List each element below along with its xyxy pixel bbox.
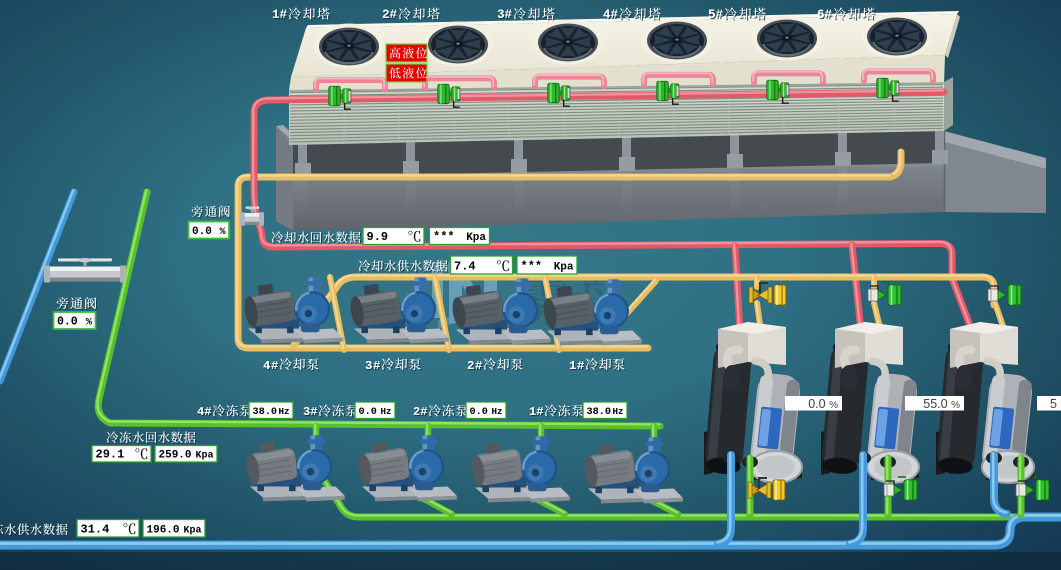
svg-text:%: % (219, 227, 225, 238)
svg-text:38.0: 38.0 (253, 407, 277, 418)
svg-text:Hz: Hz (491, 406, 502, 417)
svg-text:0.0: 0.0 (470, 407, 488, 418)
svg-text:Kpa: Kpa (195, 451, 213, 462)
svg-text:0.0 %: 0.0 % (808, 397, 838, 411)
svg-text:Hz: Hz (380, 406, 391, 417)
svg-text:259.0: 259.0 (159, 450, 192, 462)
svg-text:Kpa: Kpa (466, 232, 486, 244)
svg-text:4#: 4# (197, 405, 211, 419)
svg-text:1#: 1# (272, 8, 288, 22)
svg-text:3#: 3# (497, 8, 513, 22)
svg-text:6#: 6# (817, 8, 833, 22)
svg-text:#: # (373, 359, 381, 373)
svg-text:***: *** (433, 230, 455, 244)
svg-text:7.4: 7.4 (454, 260, 476, 274)
svg-text:196.0: 196.0 (147, 525, 180, 537)
svg-text:29.1: 29.1 (96, 448, 125, 462)
svg-text:#: # (271, 359, 279, 373)
svg-text:0.0: 0.0 (57, 316, 78, 329)
svg-text:1#: 1# (529, 405, 543, 419)
svg-text:2: 2 (467, 359, 474, 373)
svg-text:2#: 2# (382, 8, 398, 22)
svg-text:Hz: Hz (278, 406, 289, 417)
svg-text:0.0: 0.0 (359, 407, 377, 418)
svg-text:9.9: 9.9 (367, 230, 389, 244)
svg-text:Hz: Hz (612, 406, 623, 417)
svg-text:55.0 %: 55.0 % (923, 397, 960, 411)
svg-text:#: # (475, 359, 483, 373)
svg-text:4#: 4# (603, 8, 619, 22)
svg-text:38.0: 38.0 (587, 407, 611, 418)
svg-text:4: 4 (263, 359, 271, 373)
svg-text:3: 3 (365, 359, 372, 373)
svg-text:%: % (86, 317, 93, 329)
svg-text:1: 1 (569, 359, 576, 373)
svg-text:***: *** (521, 260, 543, 274)
svg-text:Kpa: Kpa (554, 262, 574, 274)
svg-text:0.0: 0.0 (192, 226, 212, 238)
svg-text:31.4: 31.4 (81, 523, 110, 537)
svg-text:3#: 3# (303, 405, 317, 419)
svg-text:2#: 2# (413, 405, 427, 419)
svg-text:5: 5 (1050, 397, 1057, 411)
svg-text:#: # (577, 359, 585, 373)
svg-text:Kpa: Kpa (183, 526, 201, 537)
svg-text:5#: 5# (708, 8, 724, 22)
